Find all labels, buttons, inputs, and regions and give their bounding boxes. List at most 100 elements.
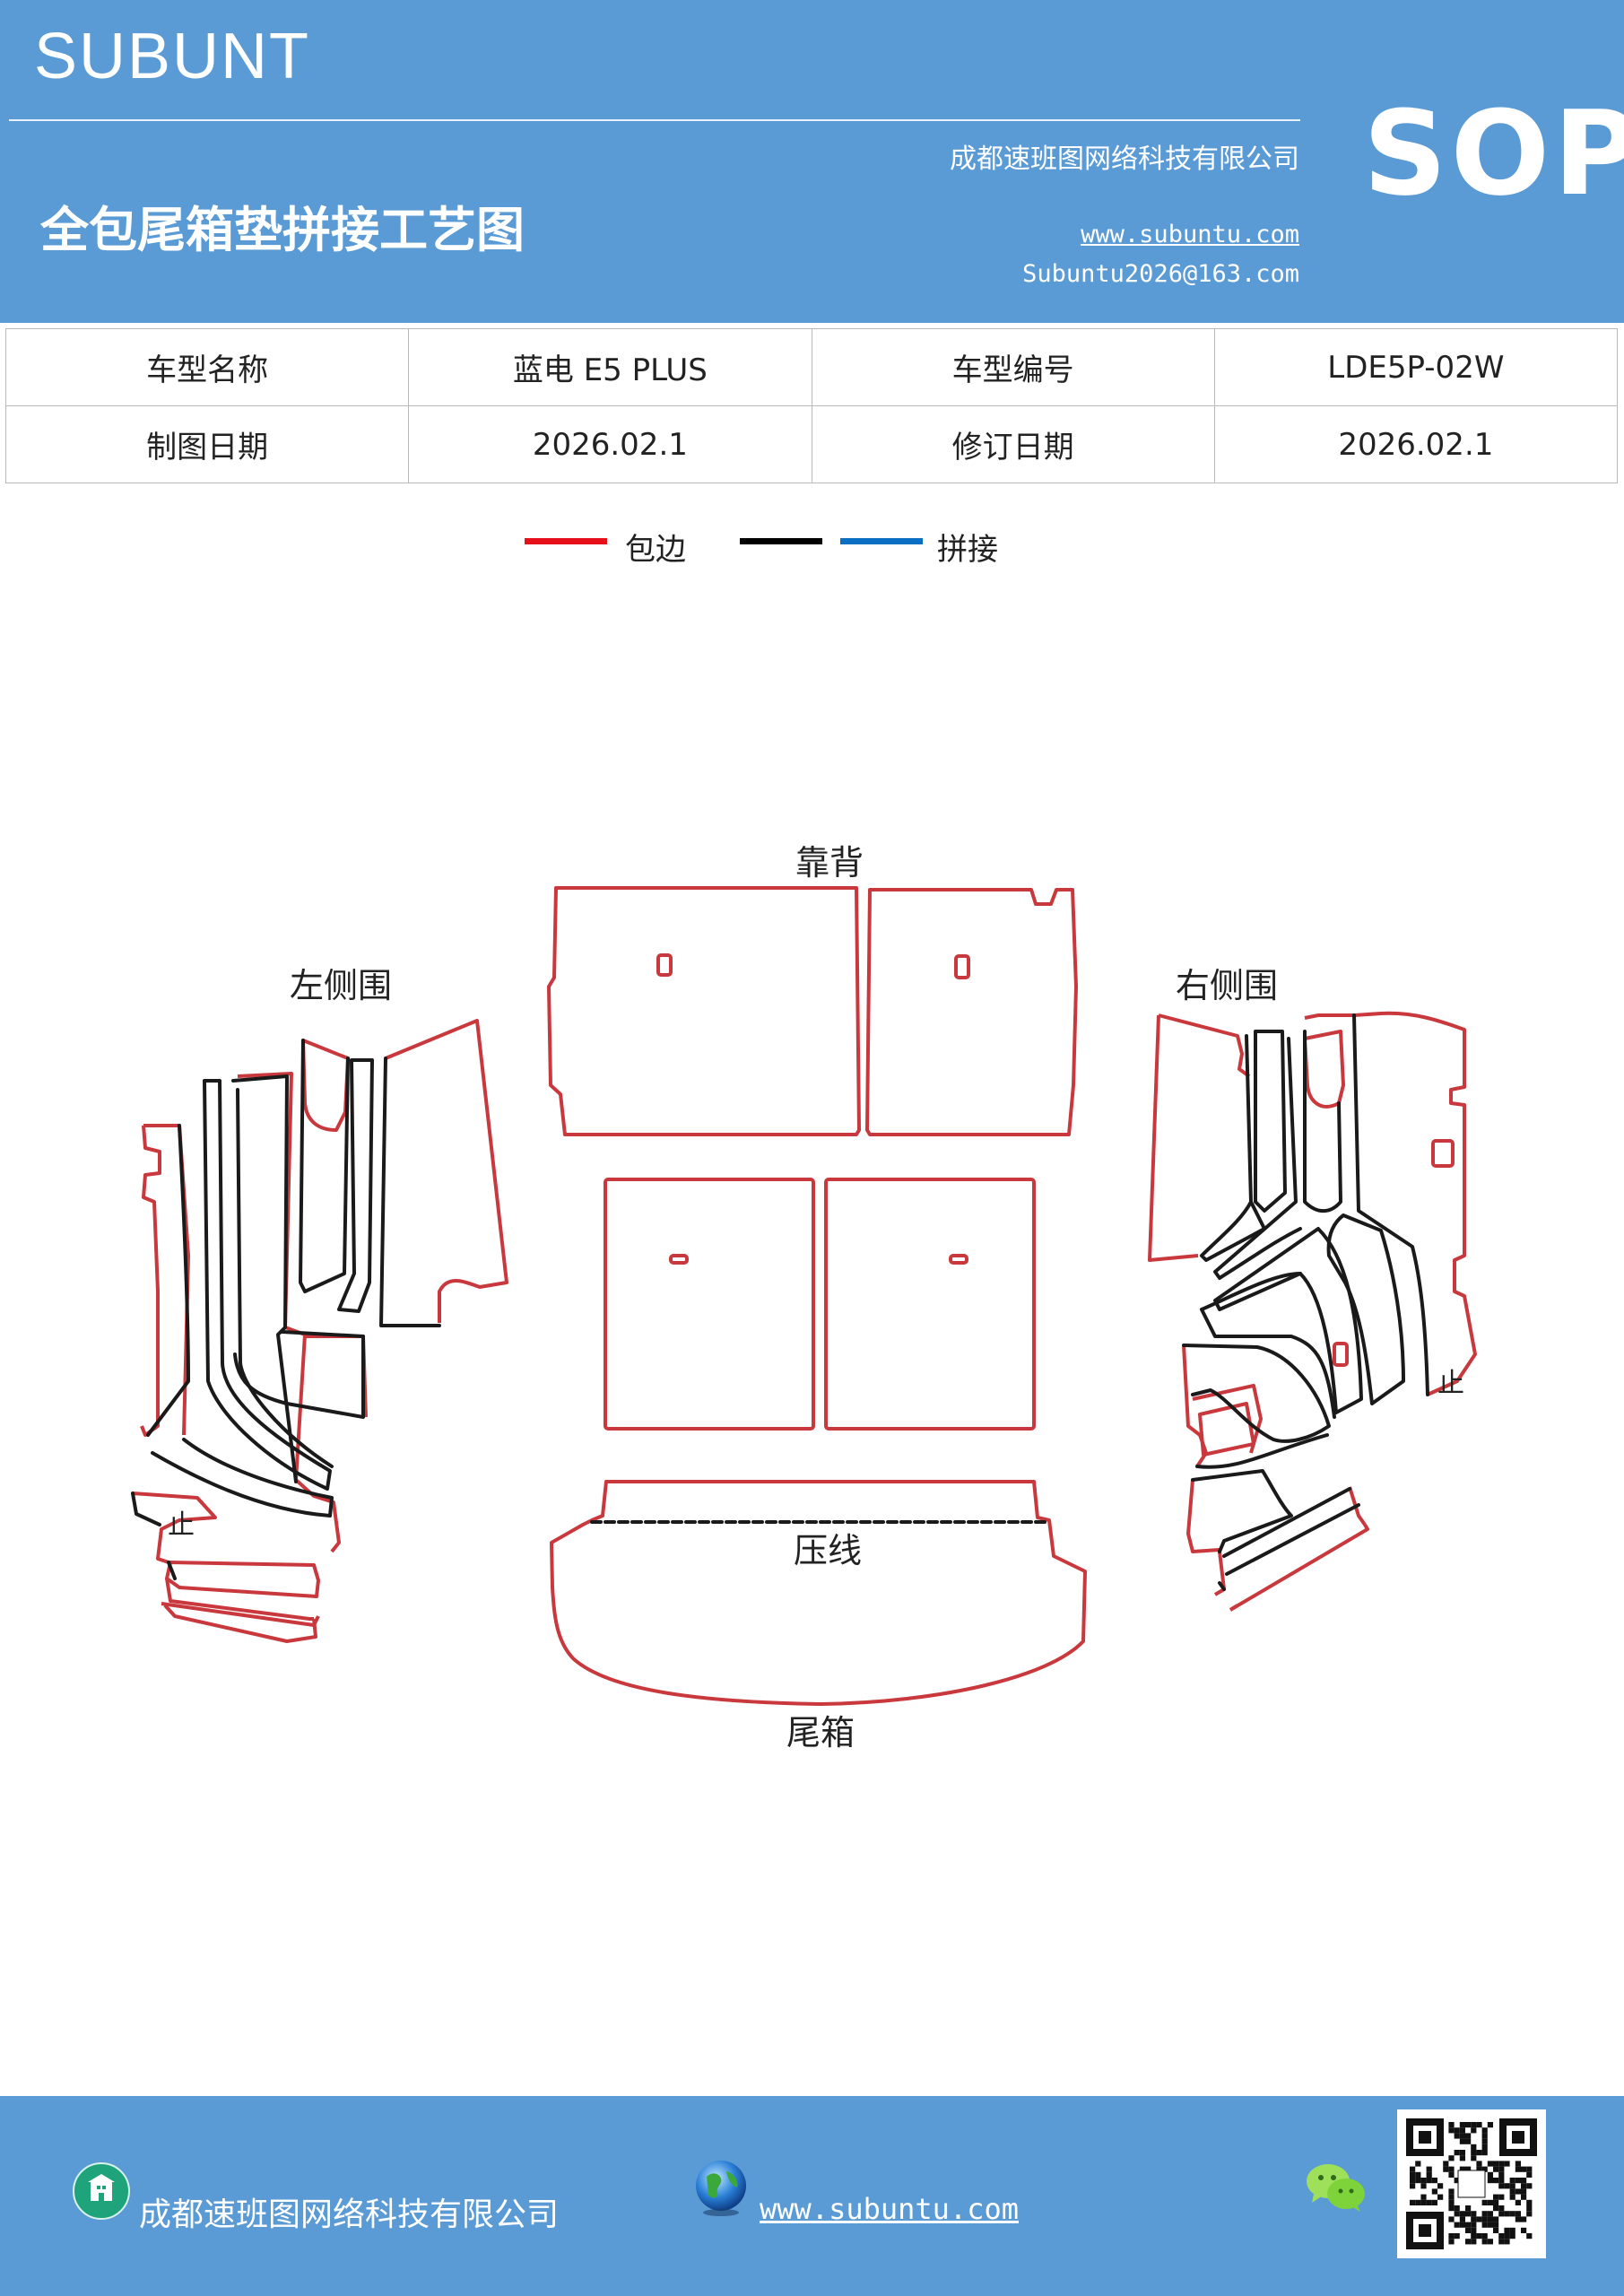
qr-module: [1526, 2205, 1533, 2212]
right-side-seam: [1303, 1030, 1342, 1213]
right-side-label: 右侧围: [1176, 966, 1278, 1005]
qr-module: [1493, 2205, 1499, 2212]
table-cell: 2026.02.1: [408, 405, 812, 483]
qr-module: [1481, 2222, 1488, 2228]
qr-module: [1493, 2161, 1499, 2167]
qr-module: [1481, 2166, 1488, 2172]
qr-module: [1515, 2166, 1521, 2172]
seat-right-slot: [949, 1254, 968, 1265]
right-side-edge: [1192, 1384, 1263, 1457]
qr-module: [1487, 2122, 1493, 2128]
left-side-seam: [203, 1079, 332, 1491]
qr-module: [1498, 2205, 1505, 2212]
left-side-seam: [131, 1492, 161, 1526]
qr-code-icon[interactable]: [1397, 2109, 1546, 2258]
right-side-edge: [1304, 1011, 1477, 1396]
qr-module: [1465, 2133, 1472, 2139]
qr-module: [1498, 2166, 1505, 2172]
qr-module: [1426, 2166, 1432, 2172]
footer-website-link[interactable]: www.subuntu.com: [760, 2192, 1019, 2226]
document-title: 全包尾箱垫拼接工艺图: [40, 202, 525, 258]
left-side-seam: [146, 1124, 190, 1437]
website-link[interactable]: www.subuntu.com: [1081, 221, 1299, 248]
qr-module: [1487, 2216, 1493, 2222]
qr-module: [1481, 2133, 1488, 2139]
qr-module: [1454, 2178, 1460, 2184]
brand-logo: SUBUNT: [34, 21, 311, 92]
qr-module: [1509, 2194, 1515, 2200]
qr-module: [1521, 2227, 1527, 2233]
qr-module: [1465, 2239, 1472, 2245]
qr-module: [1481, 2199, 1488, 2205]
qr-module: [1420, 2194, 1427, 2200]
right-side-seam: [1200, 1272, 1336, 1419]
email-address[interactable]: Subuntu2026@163.com: [1022, 260, 1299, 288]
qr-module: [1526, 2183, 1533, 2189]
qr-module: [1459, 2127, 1465, 2134]
qr-module: [1526, 2166, 1533, 2172]
legend-edge-line: [525, 538, 607, 544]
table-cell: 蓝电 E5 PLUS: [408, 328, 812, 406]
qr-module: [1459, 2222, 1465, 2228]
qr-module: [1431, 2188, 1437, 2195]
qr-module: [1465, 2122, 1472, 2128]
qr-module: [1471, 2150, 1477, 2156]
sop-badge: SOP: [1363, 85, 1624, 222]
stop-mark-left: 止: [168, 1509, 195, 1541]
qr-module: [1454, 2133, 1460, 2139]
qr-module: [1465, 2227, 1472, 2233]
qr-module: [1448, 2205, 1455, 2212]
qr-module: [1448, 2166, 1455, 2172]
qr-module: [1431, 2178, 1437, 2184]
header-banner: [0, 0, 1624, 323]
qr-module: [1459, 2211, 1465, 2217]
footer-company-name: 成都速班图网络科技有限公司: [139, 2196, 560, 2233]
seat-right-panel: [824, 1178, 1036, 1431]
header-divider: [9, 119, 1300, 121]
seat-left-slot: [669, 1254, 689, 1265]
right-side-edge: [1148, 1013, 1251, 1262]
left-side-seam: [231, 1074, 298, 1483]
qr-module: [1504, 2239, 1510, 2245]
table-cell: 车型编号: [811, 328, 1215, 406]
qr-module: [1515, 2178, 1521, 2184]
qr-module: [1415, 2171, 1421, 2178]
qr-module: [1431, 2199, 1437, 2205]
qr-module: [1420, 2199, 1427, 2205]
qr-module: [1443, 2161, 1449, 2167]
table-cell: LDE5P-02W: [1213, 328, 1619, 406]
qr-module: [1420, 2183, 1427, 2189]
qr-module: [1481, 2239, 1488, 2245]
qr-module: [1459, 2122, 1465, 2128]
qr-module: [1476, 2216, 1482, 2222]
right-side-seam: [1326, 1213, 1405, 1405]
qr-module: [1509, 2178, 1515, 2184]
qr-module: [1504, 2227, 1510, 2233]
left-side-seam: [299, 1039, 350, 1293]
qr-module: [1509, 2227, 1515, 2233]
trunk-label: 尾箱: [786, 1713, 855, 1752]
qr-module: [1487, 2161, 1493, 2167]
qr-module: [1459, 2133, 1465, 2139]
seat-left-panel: [604, 1178, 815, 1431]
qr-module: [1476, 2122, 1482, 2128]
qr-module: [1498, 2233, 1505, 2239]
right-side-seam: [1200, 1034, 1266, 1262]
building-icon: [73, 2162, 130, 2220]
qr-module: [1498, 2194, 1505, 2200]
left-side-seam: [337, 1058, 374, 1313]
qr-module: [1481, 2216, 1488, 2222]
qr-module: [1410, 2171, 1416, 2178]
qr-module: [1498, 2211, 1505, 2217]
qr-module: [1526, 2211, 1533, 2217]
left-side-label: 左侧围: [290, 966, 392, 1005]
wechat-icon[interactable]: [1305, 2161, 1368, 2215]
right-side-seam: [1195, 1433, 1329, 1469]
qr-module: [1471, 2127, 1477, 2134]
left-side-edge: [305, 1335, 368, 1418]
qr-module: [1454, 2150, 1460, 2156]
right-side-seam: [1182, 1344, 1331, 1443]
qr-module: [1487, 2211, 1493, 2217]
qr-module: [1448, 2155, 1455, 2161]
qr-module: [1476, 2166, 1482, 2172]
